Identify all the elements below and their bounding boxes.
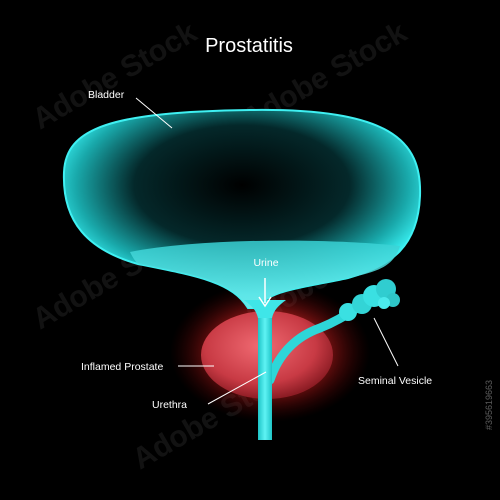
urethra-leader-line [207, 371, 267, 405]
diagram-title: Prostatitis [205, 35, 293, 57]
vesicle-leader-line [373, 317, 399, 367]
label-urethra: Urethra [152, 399, 187, 411]
label-seminal-vesicle: Seminal Vesicle [358, 375, 432, 387]
bladder-leader-line [135, 97, 173, 129]
label-bladder: Bladder [88, 89, 125, 101]
urine-fill [130, 240, 400, 308]
watermark-id: #395619663 [484, 380, 494, 430]
bladder-neck [244, 300, 286, 318]
urine-flow-arrow [258, 278, 272, 308]
seminal-vesicle [339, 279, 400, 321]
bladder [62, 108, 422, 309]
label-inflamed-prostate: Inflamed Prostate [81, 361, 163, 373]
label-urine: Urine [253, 257, 278, 269]
